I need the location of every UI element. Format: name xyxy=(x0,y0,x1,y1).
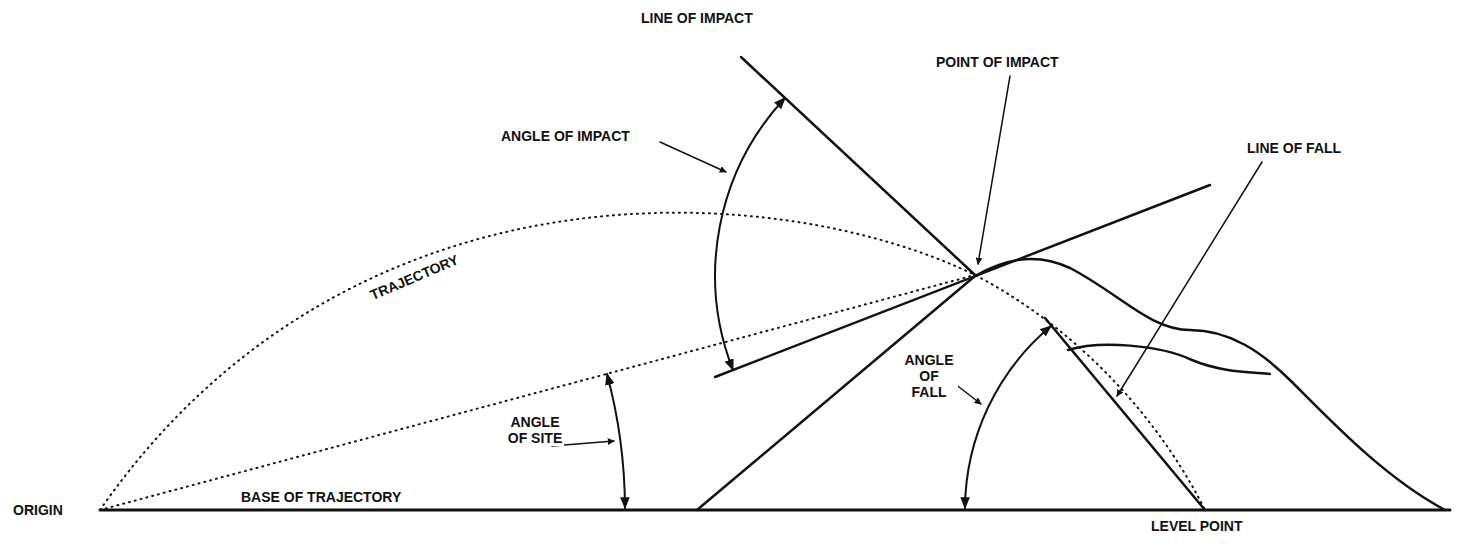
callout-label: ANGLE OF FALL xyxy=(900,352,958,400)
terrain-outline xyxy=(697,259,1445,510)
site-line xyxy=(100,275,975,510)
trajectory-curve xyxy=(100,213,1205,510)
impact-line xyxy=(741,57,975,275)
callout-label: ANGLE OF SITE xyxy=(506,414,564,446)
leader-arrow xyxy=(660,142,726,172)
terrain-ridge xyxy=(1068,345,1270,374)
fall-line xyxy=(1045,318,1205,510)
leader-arrow xyxy=(1117,162,1262,396)
leader-arrow xyxy=(978,76,1010,264)
fall-angle-arc xyxy=(965,326,1051,508)
callout-label: LEVEL POINT xyxy=(1150,518,1244,534)
callout-label: ANGLE OF IMPACT xyxy=(500,128,631,144)
terrain-tangent xyxy=(715,185,1210,377)
callout-label: LINE OF IMPACT xyxy=(640,10,754,26)
impact-angle-arc xyxy=(715,98,785,370)
callout-label: LINE OF FALL xyxy=(1246,140,1342,156)
callout-label: ORIGIN xyxy=(12,502,64,518)
callout-label: POINT OF IMPACT xyxy=(935,54,1060,70)
callout-label: BASE OF TRAJECTORY xyxy=(240,489,402,505)
callout-label: TRAJECTORY xyxy=(367,251,462,303)
base-line xyxy=(100,509,1450,512)
